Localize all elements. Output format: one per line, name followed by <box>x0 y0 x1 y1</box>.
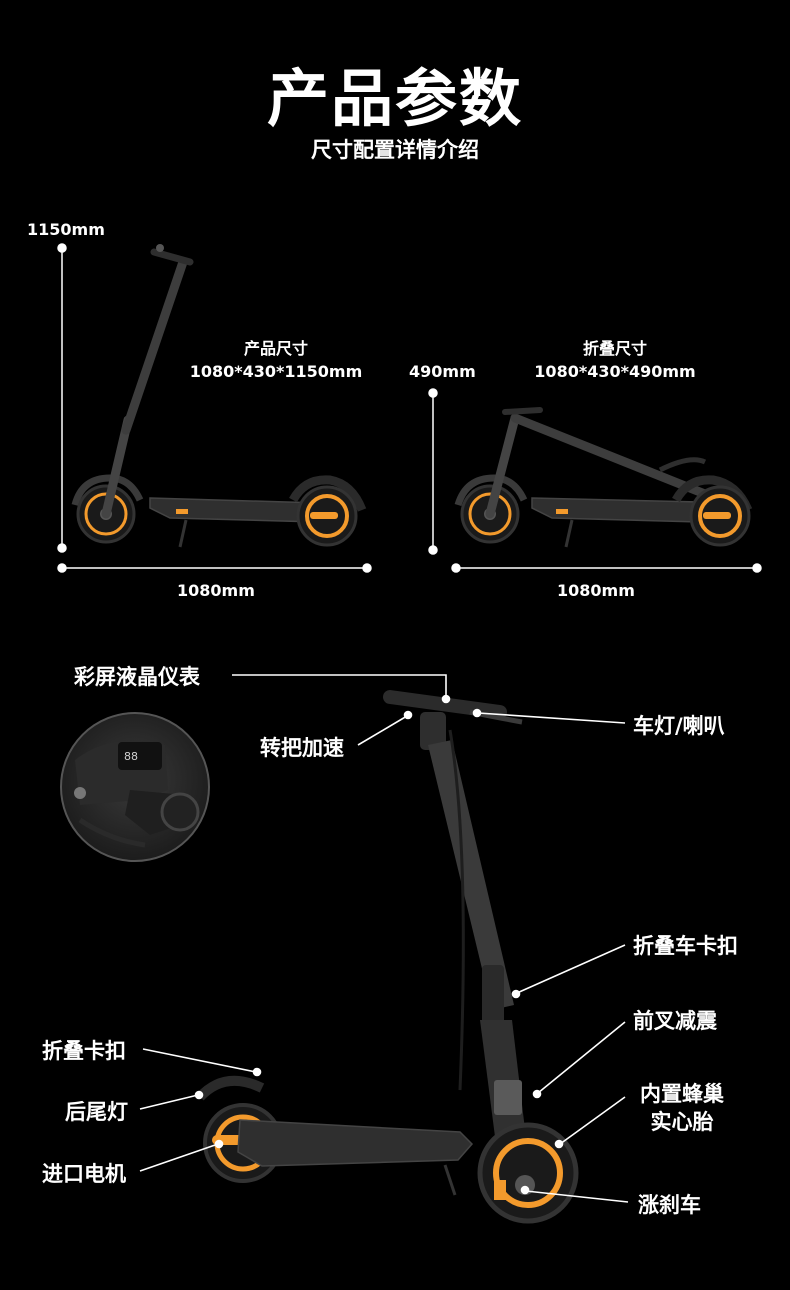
callout-tyre-line-1: 内置蜂巢 <box>640 1082 724 1106</box>
callout-fold-clip: 折叠卡扣 <box>42 1039 126 1063</box>
callout-lines <box>139 674 629 1203</box>
callout-display: 彩屏液晶仪表 <box>74 665 200 689</box>
page-title: 产品参数 <box>266 62 523 135</box>
folded-height-label: 490mm <box>409 362 476 381</box>
callout-fold-latch: 折叠车卡扣 <box>633 934 738 958</box>
folded-size-spec: 折叠尺寸 1080*430*490mm <box>530 337 700 383</box>
unfolded-length-label: 1080mm <box>177 581 255 600</box>
callout-light-horn: 车灯/喇叭 <box>633 714 725 738</box>
callout-tyre: 内置蜂巢 实心胎 <box>632 1080 732 1136</box>
large-scooter <box>196 690 579 1224</box>
callout-tyre-line-2: 实心胎 <box>650 1110 714 1134</box>
callout-throttle: 转把加速 <box>260 736 344 760</box>
unfolded-size-value: 1080*430*1150mm <box>189 362 363 381</box>
dashboard-zoom-circle: 88 <box>60 712 210 862</box>
unfolded-size-spec: 产品尺寸 1080*430*1150mm <box>188 337 364 383</box>
page-subtitle: 尺寸配置详情介绍 <box>311 138 479 162</box>
folded-size-value: 1080*430*490mm <box>534 362 696 381</box>
folded-size-title: 折叠尺寸 <box>582 339 647 358</box>
unfolded-size-title: 产品尺寸 <box>243 339 308 358</box>
callout-motor: 进口电机 <box>42 1162 126 1186</box>
dimension-lines <box>57 243 762 573</box>
callout-tail-light: 后尾灯 <box>65 1100 128 1124</box>
unfolded-scooter <box>71 244 367 548</box>
callout-brake: 涨刹车 <box>638 1193 701 1217</box>
folded-length-label: 1080mm <box>557 581 635 600</box>
svg-text:88: 88 <box>124 750 138 763</box>
folded-scooter <box>454 407 753 548</box>
callout-front-suspension: 前叉减震 <box>633 1009 717 1033</box>
unfolded-height-label: 1150mm <box>27 220 105 239</box>
